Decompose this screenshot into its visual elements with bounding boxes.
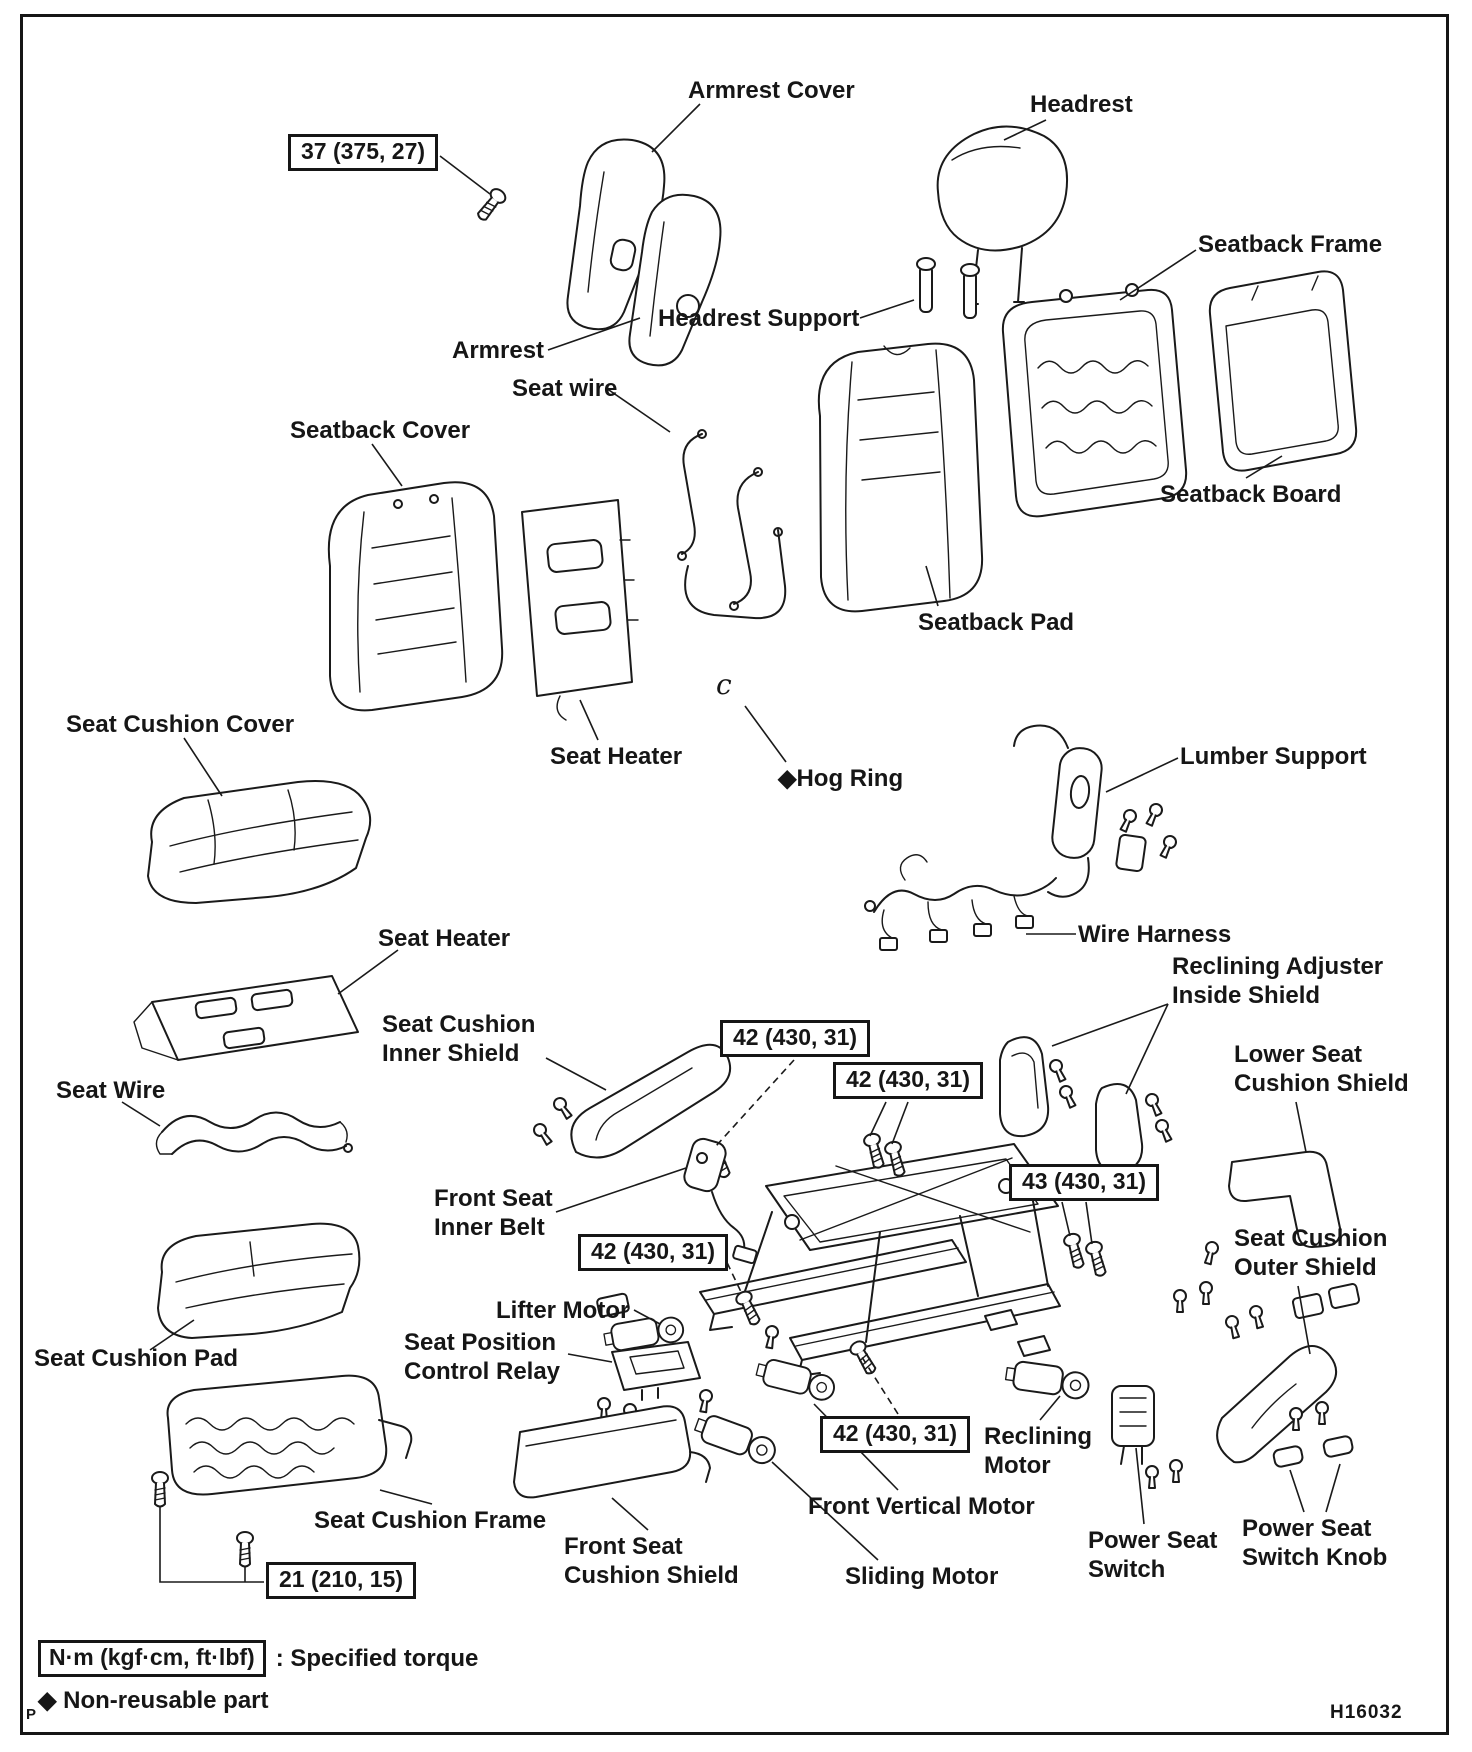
torque-callout-43: 43 (430, 31) [1009,1164,1160,1201]
lower-seat-cushion-shield-art [1201,1150,1342,1267]
label-front-seat-cushion-shield: Front Seat Cushion Shield [564,1533,739,1590]
reclining-adjuster-inside-shield-art [999,1036,1176,1174]
label-armrest-cover: Armrest Cover [688,77,855,104]
wire-harness-art [864,854,1057,951]
label-seatback-cover: Seatback Cover [290,417,471,444]
label-seat-cushion-outer-shield: Seat Cushion Outer Shield [1234,1225,1388,1282]
label-hog-ring: ◆Hog Ring [778,765,904,792]
legend-torque-unit-box: N·m (kgf·cm, ft·lbf) [38,1640,266,1677]
label-reclining-adjuster-inside-shield: Reclining Adjuster Inside Shield [1172,953,1384,1010]
torque-callout-armrest: 37 (375, 27) [288,134,439,171]
label-headrest-support: Headrest Support [658,305,860,332]
label-seatback-frame: Seatback Frame [1198,231,1383,258]
torque-callout-42-a: 42 (430, 31) [720,1020,871,1057]
label-seat-cushion-cover: Seat Cushion Cover [66,711,295,738]
label-reclining-motor: Reclining Motor [984,1423,1093,1480]
seat-cushion-inner-shield-art [530,1043,732,1159]
seat-cushion-frame-art [151,1374,413,1568]
label-seat-heater-lower: Seat Heater [378,925,511,952]
torque-callout-42-b: 42 (430, 31) [833,1062,984,1099]
torque-callout-42-c: 42 (430, 31) [578,1234,729,1271]
label-wire-harness: Wire Harness [1078,921,1232,948]
label-seat-heater-upper: Seat Heater [550,743,683,770]
reclining-motor-art [1003,1358,1092,1402]
hog-ring-mark: c [716,668,732,701]
corner-mark: P [26,1706,37,1723]
label-seat-cushion-pad: Seat Cushion Pad [34,1345,239,1372]
power-seat-switch-art [1111,1385,1183,1489]
seatback-frame-art [1001,283,1188,518]
lifter-motor-art [596,1292,687,1355]
page-border [20,14,1449,1735]
label-power-seat-switch: Power Seat Switch [1088,1527,1218,1584]
torque-callout-42-d: 42 (430, 31) [820,1416,971,1453]
power-seat-switch-knob-art [1272,1401,1354,1468]
headrest-art [936,125,1068,305]
hardware-screws-art [696,1281,1361,1414]
seat-heater-lower-art [133,975,359,1061]
torque-callout-21: 21 (210, 15) [266,1562,417,1599]
label-seatback-pad: Seatback Pad [918,609,1075,636]
label-lumber-support: Lumber Support [1180,743,1367,770]
seat-cushion-outer-shield-art [1216,1345,1337,1464]
front-seat-inner-belt-art [683,1137,758,1265]
label-seat-wire-lower: Seat Wire [56,1077,166,1104]
seat-cushion-pad-art [157,1222,361,1339]
leader-lines [121,103,1341,1583]
legend-nonreusable: ◆ Non-reusable part [38,1687,269,1714]
label-lower-seat-cushion-shield: Lower Seat Cushion Shield [1234,1041,1409,1098]
label-lifter-motor: Lifter Motor [496,1297,630,1324]
front-vertical-motor-art [753,1355,839,1404]
legend-torque: N·m (kgf·cm, ft·lbf) : Specified torque [38,1640,478,1677]
seat-wire-upper-art [677,429,787,620]
label-seat-position-control-relay: Seat Position Control Relay [404,1329,561,1386]
label-seat-cushion-frame: Seat Cushion Frame [314,1507,547,1534]
label-seatback-board: Seatback Board [1160,481,1342,508]
headrest-support-art [916,257,980,319]
lumber-support-art [1013,724,1179,898]
front-seat-cushion-shield-art [513,1405,711,1499]
seatback-pad-art [817,342,984,613]
label-sliding-motor: Sliding Motor [845,1563,999,1590]
seatback-cover-art [327,481,504,712]
seat-wire-lower-art [155,1111,353,1155]
label-seat-wire-upper: Seat wire [512,375,618,402]
label-front-vertical-motor: Front Vertical Motor [808,1493,1035,1520]
seatback-board-art [1208,270,1358,472]
label-power-seat-switch-knob: Power Seat Switch Knob [1242,1515,1388,1572]
seat-heater-upper-art [521,499,639,721]
figure-code: H16032 [1330,1702,1403,1723]
seat-cushion-cover-art [147,780,372,904]
label-headrest: Headrest [1030,91,1133,118]
label-front-seat-inner-belt: Front Seat Inner Belt [434,1185,553,1242]
label-armrest: Armrest [452,337,545,364]
legend-torque-note: : Specified torque [275,1644,479,1672]
armrest-art [628,193,722,367]
seat-position-control-relay-art [597,1341,701,1427]
label-seat-cushion-inner-shield: Seat Cushion Inner Shield [382,1011,536,1068]
seat-adjuster-assembly-art [699,1131,1111,1378]
